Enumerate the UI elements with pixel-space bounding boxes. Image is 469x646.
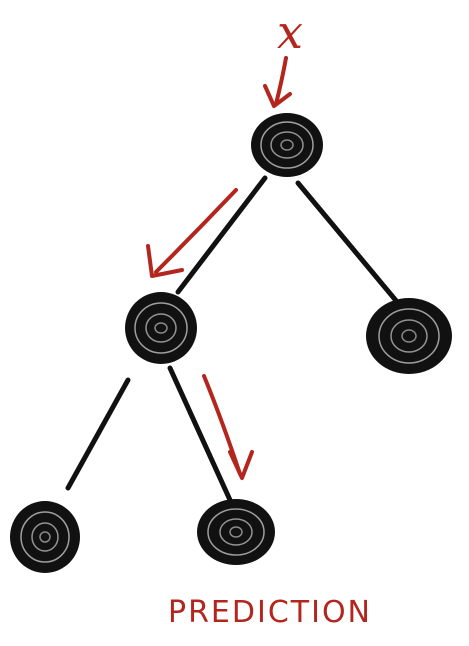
edge-left-child-to-middle-leaf [167, 365, 233, 503]
prediction-leaf-node [197, 499, 275, 565]
tree-edges [65, 175, 401, 503]
left-leaf-node [10, 501, 80, 573]
right-child-node [366, 298, 452, 374]
prediction-label: PREDICTION [168, 595, 372, 630]
path-arrow-root-to-left [146, 188, 238, 278]
edge-root-to-right-child [295, 180, 401, 306]
input-label: x [277, 5, 303, 59]
left-child-node [125, 292, 197, 364]
input-arrow [263, 56, 292, 108]
prediction-path [146, 56, 292, 480]
path-arrow-left-to-leaf [202, 374, 254, 480]
root-node [251, 113, 323, 177]
tree-nodes [10, 113, 452, 573]
edge-left-child-to-left-leaf [65, 377, 131, 491]
edge-root-to-left-child [175, 175, 268, 295]
